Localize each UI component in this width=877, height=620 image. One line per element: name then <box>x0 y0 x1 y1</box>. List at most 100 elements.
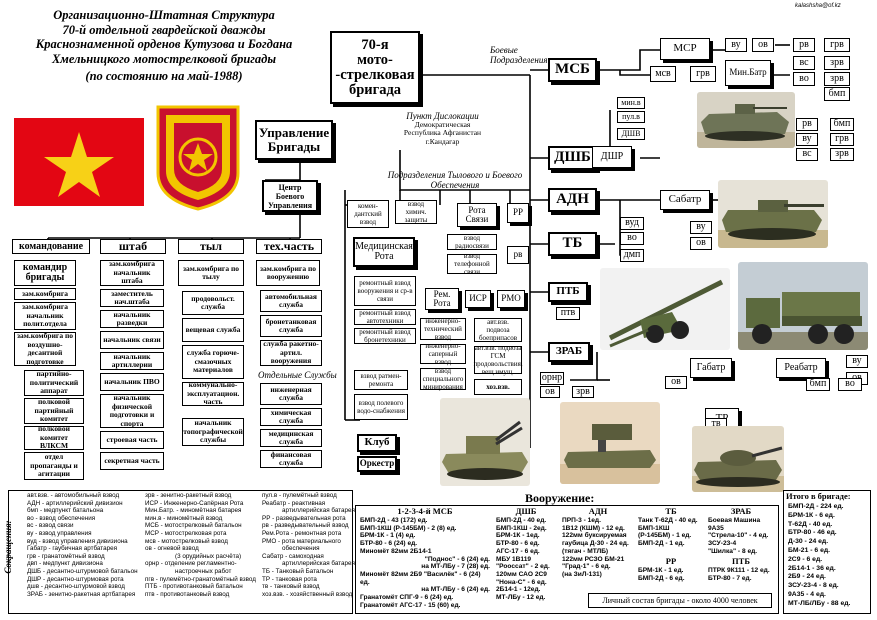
kom-item-4[interactable]: партийно-политический аппарат <box>24 370 84 396</box>
unit-ov-4[interactable]: ов <box>665 376 687 389</box>
komendant-platoon[interactable]: комен-дантский взвод <box>347 200 389 228</box>
unit-pulv[interactable]: пул.в <box>617 111 645 123</box>
unit-grv-3[interactable]: грв <box>830 133 854 146</box>
recon-platoon[interactable]: рв <box>507 246 529 264</box>
shtab-item-3[interactable]: начальник связи <box>100 331 164 349</box>
recon-company[interactable]: РР <box>507 203 529 223</box>
household-platoon[interactable]: хоз.взв. <box>474 379 522 395</box>
unit-rv-2[interactable]: рв <box>796 118 818 131</box>
unit-rv-1[interactable]: рв <box>793 38 815 52</box>
unit-bmp-2[interactable]: бмп <box>830 118 854 131</box>
unit-minv[interactable]: мин.в <box>617 97 645 109</box>
ration-platoon[interactable]: взвод ратмен-ремонта <box>354 370 408 390</box>
teh-item-2[interactable]: бронетанковая служба <box>260 315 322 337</box>
repair-company[interactable]: Рем. Рота <box>425 288 459 310</box>
unit-vu-5[interactable]: ву <box>846 355 868 368</box>
unit-dshr[interactable]: ДШР <box>592 146 632 168</box>
teh-item-1[interactable]: автомобильная служба <box>260 290 322 312</box>
repair-platoon-3[interactable]: ремонтный взвод бронетехники <box>354 328 416 344</box>
chem-platoon[interactable]: взвод химич. защиты <box>395 200 437 224</box>
unit-bmp-3[interactable]: бмп <box>806 378 830 391</box>
unit-grv-1[interactable]: грв <box>690 66 716 82</box>
unit-ov-3[interactable]: ов <box>540 386 560 398</box>
logistics-company[interactable]: РМО <box>497 290 525 308</box>
phone-platoon[interactable]: взвод телефонной связи <box>447 252 497 276</box>
unit-vo-2[interactable]: во <box>620 232 644 245</box>
shtab-item-4[interactable]: начальник артиллерии <box>100 352 164 370</box>
water-platoon[interactable]: взвод полевого водо-снабжения <box>354 394 408 420</box>
brigade-box[interactable]: 70-я мото- -стрелковая бригада <box>330 31 420 104</box>
kom-item-1[interactable]: зам.комбрига <box>14 288 76 300</box>
transport-platoon-2[interactable]: авт.взв. подвоза ГСМ продовольствия, вещ… <box>473 344 523 376</box>
shtab-item-0[interactable]: зам.комбрига начальник штаба <box>100 260 164 286</box>
unit-dshb[interactable]: ДШБ <box>548 146 597 170</box>
kom-item-6[interactable]: полковой комитет ВЛКСМ <box>24 425 84 450</box>
tyl-item-2[interactable]: вещевая служба <box>182 318 244 342</box>
kom-item-7[interactable]: отдел пропаганды и агитации <box>24 452 84 480</box>
unit-vo-1[interactable]: во <box>793 72 815 86</box>
eng-platoon-1[interactable]: инженерно-технический взвод <box>420 317 466 341</box>
unit-ov-2[interactable]: ов <box>690 237 712 250</box>
teh-sep-3[interactable]: финансовая служба <box>260 450 322 468</box>
signal-company[interactable]: Рота Связи <box>457 203 497 227</box>
teh-item-0[interactable]: зам.комбрига по вооружению <box>256 260 320 286</box>
tyl-item-4[interactable]: коммунально-эксплуатацион. часть <box>182 381 244 406</box>
unit-vud[interactable]: вуд <box>620 217 644 230</box>
tyl-item-5[interactable]: начальник топографической службы <box>182 418 244 446</box>
shtab-item-7[interactable]: строевая часть <box>100 431 164 449</box>
unit-dshv[interactable]: ДШВ <box>617 128 645 140</box>
unit-vs-1[interactable]: вс <box>793 56 815 70</box>
orkestr-box[interactable]: Оркестр <box>357 456 397 472</box>
unit-zrv-3[interactable]: зрв <box>830 148 854 161</box>
shtab-item-2[interactable]: начальник разведки <box>100 310 164 328</box>
shtab-item-8[interactable]: секретная часть <box>100 452 164 470</box>
repair-platoon-2[interactable]: ремонтный взвод автотехники <box>354 309 416 325</box>
unit-ptv[interactable]: птв <box>556 307 580 320</box>
unit-bmp-1[interactable]: бмп <box>824 87 850 101</box>
kom-item-0[interactable]: командир бригады <box>14 260 76 286</box>
unit-dmp[interactable]: дмп <box>620 249 644 262</box>
unit-reabatr[interactable]: Реабатр <box>776 358 826 378</box>
eng-platoon-2[interactable]: инженерно-саперный взвод <box>420 342 466 366</box>
unit-ov-1[interactable]: ов <box>752 38 774 52</box>
radio-platoon[interactable]: взвод радиосвязи <box>447 234 497 250</box>
branch-shtab[interactable]: штаб <box>100 239 166 254</box>
unit-vu-1[interactable]: ву <box>725 38 747 52</box>
unit-ornr[interactable]: орнр <box>540 372 564 385</box>
unit-vu-3[interactable]: ву <box>690 221 712 234</box>
unit-gabatr[interactable]: Габатр <box>690 358 732 378</box>
unit-vs-2[interactable]: вс <box>796 148 818 161</box>
klub-box[interactable]: Клуб <box>357 434 397 452</box>
shtab-item-1[interactable]: заместитель нач.штаба <box>100 289 164 307</box>
branch-tehchast[interactable]: тех.часть <box>256 239 322 254</box>
kom-item-2[interactable]: зам.комбрига начальник полит.отдела <box>14 302 76 330</box>
unit-tb[interactable]: ТБ <box>548 232 597 256</box>
tyl-item-3[interactable]: служба горюче-смазочных материалов <box>182 345 244 379</box>
eng-platoon-3[interactable]: взвод специального минирования <box>420 367 466 391</box>
tyl-item-1[interactable]: продовольст. служба <box>182 291 244 315</box>
unit-sabatr[interactable]: Сабатр <box>660 190 710 210</box>
unit-vu-2[interactable]: ву <box>796 133 818 146</box>
brigade-command-box[interactable]: Управление Бригады <box>255 120 333 160</box>
kom-item-5[interactable]: полковой партийный комитет <box>24 398 84 424</box>
engineer-company[interactable]: ИСР <box>465 290 491 308</box>
branch-tyl[interactable]: тыл <box>178 239 244 254</box>
unit-msv[interactable]: мсв <box>650 66 676 82</box>
tyl-item-0[interactable]: зам.комбрига по тылу <box>178 260 244 286</box>
teh-item-3[interactable]: служба ракетно-артил. вооружения <box>260 340 322 366</box>
shtab-item-5[interactable]: начальник ПВО <box>100 373 164 391</box>
transport-platoon-1[interactable]: авт.взв. подвоза боеприпасов <box>474 318 522 342</box>
kom-item-3[interactable]: зам.комбрига по воздушно-десантной подго… <box>14 331 76 366</box>
unit-msb[interactable]: МСБ <box>548 58 597 82</box>
combat-control-center[interactable]: Центр Боевого Управления <box>262 180 318 212</box>
teh-sep-2[interactable]: медицинская служба <box>260 429 322 447</box>
unit-adn[interactable]: АДН <box>548 188 597 212</box>
shtab-item-6[interactable]: начальник физической подготовки и спорта <box>100 393 164 428</box>
unit-mcr[interactable]: МСР <box>660 38 710 60</box>
teh-sep-1[interactable]: химическая служба <box>260 408 322 426</box>
unit-zrv-2[interactable]: зрв <box>824 72 850 86</box>
medical-company[interactable]: Медицинская Рота <box>353 237 415 267</box>
unit-min-batr[interactable]: Мин.Батр <box>725 60 771 86</box>
unit-ptb[interactable]: ПТБ <box>548 282 588 302</box>
unit-vo-3[interactable]: во <box>838 378 862 391</box>
